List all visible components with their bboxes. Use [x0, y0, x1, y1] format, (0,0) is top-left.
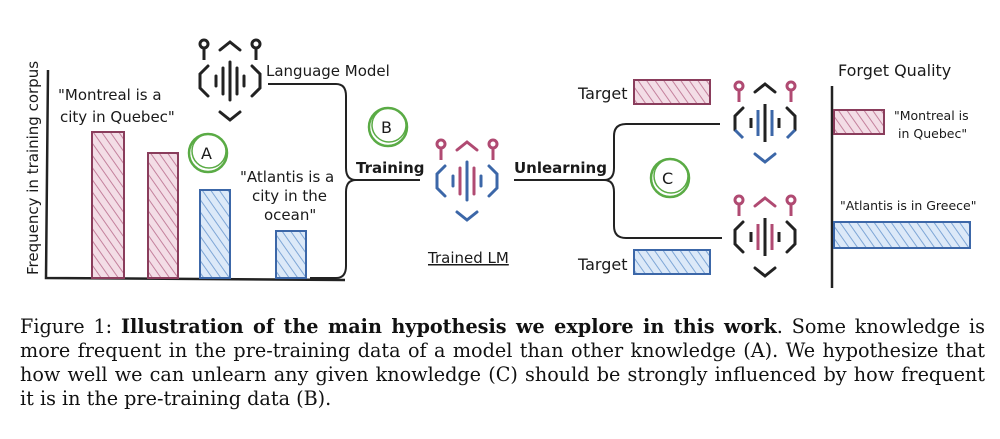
training-label: Training — [356, 159, 424, 177]
y-axis-label: Frequency in training corpus — [24, 61, 42, 275]
montreal-quote-line1: "Montreal is a — [58, 86, 162, 104]
language-model-label: Language Model — [266, 62, 390, 80]
target-label-bottom: Target — [577, 255, 628, 274]
unlearned-model-bottom-icon — [733, 194, 797, 278]
marker-c: C — [649, 157, 691, 199]
forget-quality-chart: Forget Quality "Montreal is in Quebec" "… — [830, 61, 976, 288]
unlearning-label: Unlearning — [514, 159, 607, 177]
bar-montreal-1 — [91, 131, 125, 279]
target-label-top: Target — [577, 84, 628, 103]
trained-lm-icon — [435, 138, 499, 222]
marker-b: B — [367, 106, 409, 148]
caption-prefix: Figure 1: — [20, 315, 121, 338]
forget-quality-title: Forget Quality — [838, 61, 951, 80]
branch-bottom — [603, 179, 722, 239]
svg-text:B: B — [381, 118, 392, 137]
forget-atlantis-label: "Atlantis is in Greece" — [840, 198, 976, 213]
atlantis-quote-line3: ocean" — [264, 206, 316, 224]
target-box-atlantis — [633, 249, 711, 275]
bar-atlantis-2 — [275, 230, 307, 279]
bar-atlantis-1 — [199, 189, 231, 279]
forget-bar-montreal — [833, 109, 885, 135]
caption-body: . Some knowledge is more frequent in the… — [20, 315, 986, 410]
hypothesis-figure: Frequency in training corpus "Montreal i… — [24, 38, 976, 288]
connector-top — [268, 83, 420, 181]
bar-montreal-2 — [147, 152, 179, 279]
atlantis-quote-line1: "Atlantis is a — [240, 168, 334, 186]
forget-bar-atlantis — [833, 221, 971, 249]
montreal-quote-line2: city in Quebec" — [60, 108, 175, 126]
chart-axes — [44, 69, 346, 282]
language-model-icon — [198, 38, 262, 122]
caption-bold: Illustration of the main hypothesis we e… — [120, 315, 777, 338]
trained-lm-label: Trained LM — [427, 249, 509, 267]
target-box-montreal — [633, 79, 711, 105]
connector-bottom — [310, 179, 357, 279]
marker-a: A — [187, 132, 229, 174]
unlearned-model-top-icon — [733, 80, 797, 164]
branch-top — [514, 123, 720, 181]
frequency-chart: Frequency in training corpus "Montreal i… — [24, 61, 346, 282]
forget-montreal-line2: in Quebec" — [898, 126, 967, 141]
forget-montreal-line1: "Montreal is — [894, 108, 969, 123]
svg-text:A: A — [201, 144, 212, 163]
svg-text:C: C — [662, 169, 673, 188]
figure-caption: Figure 1: Illustration of the main hypot… — [20, 315, 985, 411]
atlantis-quote-line2: city in the — [252, 187, 327, 205]
